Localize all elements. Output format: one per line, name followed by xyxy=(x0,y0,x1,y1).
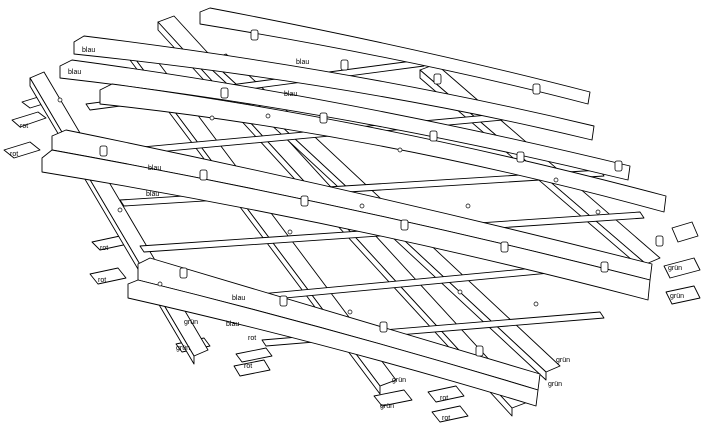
bolt-hole xyxy=(347,309,353,315)
bolt-hole xyxy=(265,113,271,119)
label-rot: rot xyxy=(244,363,252,370)
peg xyxy=(379,321,388,333)
label-blau: blau xyxy=(284,91,297,98)
peg xyxy=(614,160,623,172)
label-blau: blau xyxy=(296,59,309,66)
bolt-holes xyxy=(57,97,601,315)
bolt-hole xyxy=(287,229,293,235)
peg xyxy=(220,87,229,99)
bolt-hole xyxy=(533,301,539,307)
label-gruen: grün xyxy=(556,357,570,364)
label-rot: rot xyxy=(20,123,28,130)
labels: blau blau blau blau blau blau blau blau … xyxy=(10,47,684,422)
curved-rail-1 xyxy=(199,7,591,105)
label-blau: blau xyxy=(148,165,161,172)
bolt-hole xyxy=(157,281,163,287)
peg xyxy=(600,261,609,273)
peg xyxy=(179,267,188,279)
bolt-hole xyxy=(117,207,123,213)
label-rot: rot xyxy=(440,395,448,402)
peg xyxy=(340,59,349,71)
bolt-hole xyxy=(359,203,365,209)
bolt-hole xyxy=(457,289,463,295)
peg xyxy=(279,295,288,307)
rot-block-5 xyxy=(89,267,127,285)
gruen-block-5 xyxy=(671,221,699,243)
label-gruen: grün xyxy=(176,345,190,352)
peg xyxy=(99,145,108,157)
rot-block-7 xyxy=(233,359,271,377)
label-gruen: grün xyxy=(668,265,682,272)
rot-block-1 xyxy=(11,111,47,128)
gruen-block-3 xyxy=(663,257,701,279)
label-blau: blau xyxy=(146,191,159,198)
bolt-hole xyxy=(595,209,601,215)
peg xyxy=(655,235,664,247)
peg xyxy=(400,219,409,231)
peg xyxy=(300,195,309,207)
gruen-block-4 xyxy=(665,285,701,305)
peg xyxy=(433,73,442,85)
peg xyxy=(429,130,438,142)
bolt-hole xyxy=(397,147,403,153)
label-gruen: grün xyxy=(548,381,562,388)
rot-block-2 xyxy=(3,141,41,159)
diagonal-beam-1-side xyxy=(29,77,195,365)
label-blau: blau xyxy=(226,321,239,328)
curved-rail-2 xyxy=(73,35,595,141)
label-blau: blau xyxy=(82,47,95,54)
peg xyxy=(199,169,208,181)
gruen-block-2 xyxy=(373,389,413,407)
label-rot: rot xyxy=(248,335,256,342)
bolt-hole xyxy=(209,115,215,121)
rot-block-9 xyxy=(431,405,469,423)
curved-rail-6-underside xyxy=(127,279,539,407)
rot-block-8 xyxy=(427,385,465,403)
label-gruen: grün xyxy=(184,319,198,326)
label-rot: rot xyxy=(100,245,108,252)
peg xyxy=(516,151,525,163)
curved-rail-5-underside xyxy=(41,149,651,301)
label-blau: blau xyxy=(68,69,81,76)
bolt-hole xyxy=(465,203,471,209)
label-rot: rot xyxy=(10,151,18,158)
peg xyxy=(475,345,484,357)
peg xyxy=(250,29,259,41)
pegs xyxy=(99,29,664,357)
curved-rail-3 xyxy=(59,59,631,181)
label-gruen: grün xyxy=(392,377,406,384)
curved-rail-4 xyxy=(99,83,667,213)
label-gruen: grün xyxy=(670,293,684,300)
peg xyxy=(532,83,541,95)
peg xyxy=(319,112,328,124)
rot-block-6 xyxy=(235,347,273,363)
peg xyxy=(500,241,509,253)
bolt-hole xyxy=(553,177,559,183)
label-gruen: grün xyxy=(380,403,394,410)
label-rot: rot xyxy=(442,415,450,422)
label-rot: rot xyxy=(98,277,106,284)
label-blau: blau xyxy=(232,295,245,302)
bolt-hole xyxy=(57,97,63,103)
